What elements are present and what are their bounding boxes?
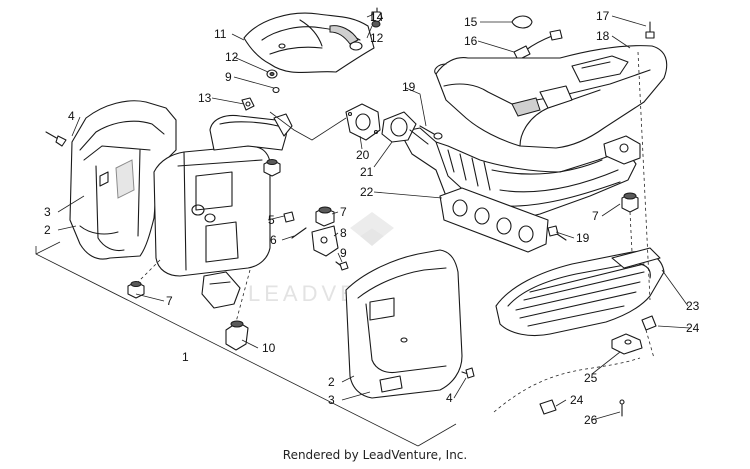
callout-19-bottom: 19: [576, 231, 590, 245]
part-22-manifold-gasket: [439, 187, 549, 253]
part-2-rear-heat-shield: [69, 100, 177, 260]
part-19-stud-bottom: [547, 225, 567, 241]
callout-8: 8: [340, 226, 347, 240]
callout-9-top: 9: [225, 70, 232, 84]
callout-5: 5: [268, 213, 275, 227]
part-9-bolt-center: [335, 261, 349, 271]
part-4-bolt-right: [461, 367, 475, 379]
part-10-mount: [225, 320, 249, 351]
callout-18: 18: [596, 29, 610, 43]
callout-26: 26: [584, 413, 598, 427]
part-9-washer-top: [272, 86, 280, 94]
part-20-gasket: [345, 103, 381, 141]
part-7-rubber-mount-left: [127, 281, 145, 299]
part-23-lower-heat-shield: [495, 247, 665, 337]
dashed-reference-lines: [137, 51, 655, 413]
callout-2-right: 2: [328, 375, 335, 389]
callout-23: 23: [686, 299, 700, 313]
callout-4-right: 4: [446, 391, 453, 405]
callout-7-center: 7: [340, 205, 347, 219]
callout-13: 13: [198, 91, 212, 105]
part-2-front-heat-shield: [345, 249, 463, 399]
callout-labels: 11 14 12 12 9 13 4 3 2 7 5 6 7 8 9 10 1 …: [44, 9, 700, 427]
part-8-bracket: [311, 225, 339, 257]
part-5-bolt: [283, 211, 295, 223]
part-21-pipe-section: [381, 111, 429, 145]
footer-credit: Rendered by LeadVenture, Inc.: [282, 448, 468, 462]
callout-22: 22: [360, 185, 374, 199]
part-19-stud-top: [419, 125, 443, 140]
callout-19-top: 19: [402, 80, 416, 94]
part-25-clamp: [611, 333, 643, 355]
callout-12-left: 12: [225, 50, 239, 64]
part-12-grommet-right: [371, 20, 381, 28]
callout-15: 15: [464, 15, 478, 29]
part-7-rubber-mount-center: [315, 206, 335, 227]
callout-21: 21: [360, 165, 374, 179]
callout-6: 6: [270, 233, 277, 247]
assembly-1-bracket: [35, 241, 457, 447]
callout-11: 11: [214, 27, 227, 41]
leader-lines: [57, 13, 691, 421]
callout-25: 25: [584, 371, 598, 385]
part-17-bolt: [645, 21, 655, 39]
callout-2-left: 2: [44, 223, 51, 237]
callout-3-left: 3: [44, 205, 51, 219]
part-26-fastener: [619, 399, 625, 417]
callout-24-top: 24: [686, 321, 700, 335]
callout-7-left: 7: [166, 294, 173, 308]
callout-4-left: 4: [68, 109, 75, 123]
muffler-grommet-top: [263, 159, 281, 177]
part-24-clip-top: [641, 315, 657, 331]
callout-10: 10: [262, 341, 276, 355]
part-4-bolt-left: [45, 131, 67, 147]
callout-1: 1: [182, 350, 189, 364]
part-18-exhaust-heat-shield: [434, 45, 668, 149]
part-16-oxygen-sensor: [507, 29, 563, 63]
part-14-bolt: [371, 7, 383, 23]
muffler-body: [153, 113, 293, 309]
callout-20: 20: [356, 148, 370, 162]
callout-9-center: 9: [340, 246, 347, 260]
part-11-upper-heat-shield: [243, 12, 375, 73]
callout-17: 17: [596, 9, 610, 23]
part-13-clamp: [241, 97, 255, 111]
callout-12-right: 12: [370, 31, 384, 45]
part-15-clip: [511, 15, 533, 29]
callout-24-bottom: 24: [570, 393, 584, 407]
callout-14: 14: [370, 10, 384, 24]
callout-16: 16: [464, 34, 478, 48]
part-7-rubber-mount-right: [621, 192, 639, 213]
part-24-clip-bottom: [539, 399, 557, 415]
part-6-stud: [291, 227, 307, 239]
part-12-grommet-left: [266, 69, 278, 79]
callout-3-right: 3: [328, 393, 335, 407]
callout-7-right: 7: [592, 209, 599, 223]
